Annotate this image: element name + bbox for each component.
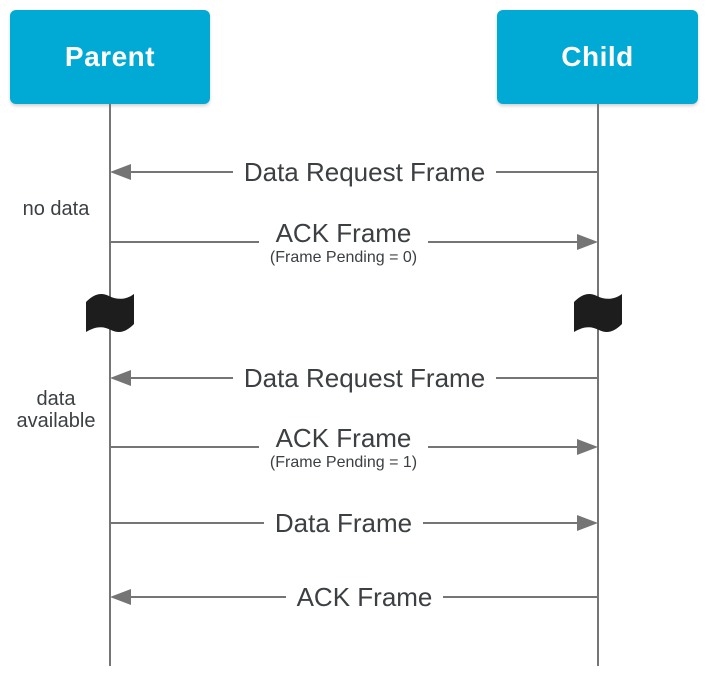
message-label-block: Data Request Frame — [244, 157, 485, 187]
message-label-block: Data Request Frame — [244, 363, 485, 393]
arrowhead-left-icon — [110, 164, 131, 180]
message-label-block: ACK Frame (Frame Pending = 0) — [270, 218, 417, 267]
actor-label-child: Child — [561, 41, 634, 72]
message-line — [110, 446, 259, 448]
message-label: ACK Frame — [275, 422, 412, 453]
message-line — [110, 241, 259, 243]
message-line — [423, 522, 578, 524]
arrowhead-left-icon — [110, 370, 131, 386]
flag-icon — [574, 294, 622, 332]
arrowhead-right-icon — [577, 439, 598, 455]
message-line — [443, 596, 598, 598]
message-label: ACK Frame — [275, 217, 412, 248]
message-label: Data Request Frame — [243, 157, 486, 187]
annotation-data-available: data available — [16, 388, 96, 432]
message-line — [428, 241, 577, 243]
actor-box-parent: Parent — [10, 10, 210, 104]
message-line — [496, 377, 599, 379]
flag-icon — [86, 294, 134, 332]
message-line — [110, 522, 264, 524]
arrowhead-left-icon — [110, 589, 131, 605]
message-line — [496, 171, 599, 173]
message-label: ACK Frame — [296, 582, 433, 612]
arrowhead-right-icon — [577, 234, 598, 250]
lifeline-child — [597, 104, 599, 666]
message-line — [131, 377, 233, 379]
message-label: Data Frame — [274, 508, 413, 538]
message-label-block: ACK Frame (Frame Pending = 1) — [270, 423, 417, 472]
message-line — [131, 171, 233, 173]
actor-label-parent: Parent — [64, 41, 156, 72]
message-sublabel: (Frame Pending = 1) — [269, 453, 418, 471]
actor-box-child: Child — [497, 10, 698, 104]
message-line — [428, 446, 577, 448]
message-sublabel: (Frame Pending = 0) — [269, 248, 418, 266]
arrowhead-right-icon — [577, 515, 599, 531]
message-label-block: Data Frame — [275, 508, 412, 538]
message-label: Data Request Frame — [243, 363, 486, 393]
annotation-no-data: no data — [22, 198, 90, 220]
message-label-block: ACK Frame — [297, 582, 433, 612]
message-line — [131, 596, 286, 598]
